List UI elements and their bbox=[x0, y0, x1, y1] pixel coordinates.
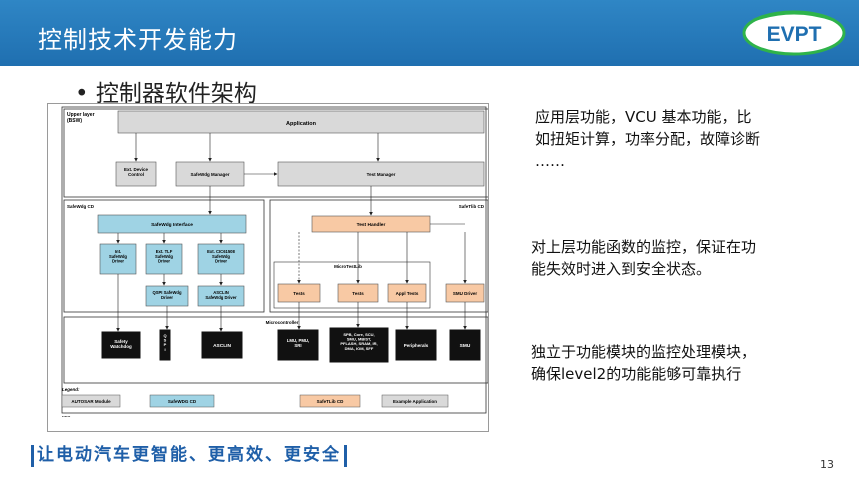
independent-monitor-description: 独立于功能模块的监控处理模块， 确保level2的功能能够可靠执行 bbox=[531, 341, 756, 385]
slogan-bar: 让电动汽车更智能、更高效、更安全 bbox=[28, 440, 350, 467]
legend-example-label: Example Application bbox=[393, 399, 437, 404]
application-label: Application bbox=[286, 121, 317, 127]
legend-safewdg-swatch bbox=[149, 394, 215, 408]
microcontroller-label: Microcontroller bbox=[266, 320, 299, 325]
test-manager-label: Test Manager bbox=[367, 172, 396, 177]
peripherals-label: Peripherals bbox=[404, 343, 429, 348]
page-number: 13 bbox=[820, 458, 834, 471]
slide-title: 控制技术开发能力 bbox=[38, 26, 238, 54]
smu-box bbox=[449, 329, 481, 361]
legend-safetlib-swatch bbox=[299, 394, 361, 408]
smu-label: SMU bbox=[460, 343, 471, 349]
legend-autosar-swatch bbox=[61, 394, 121, 408]
ext-cic-driver-box bbox=[197, 243, 245, 275]
evpt-logo: EVPT bbox=[740, 8, 848, 58]
safewdg-cd-label: SafeWdg CD bbox=[67, 204, 95, 209]
slogan-text: 让电动汽车更智能、更高效、更安全 bbox=[37, 445, 341, 465]
safewdg-interface-box bbox=[97, 214, 247, 234]
safety-watchdog-box bbox=[101, 331, 141, 359]
safewdg-interface-label: SafeWdg Interface bbox=[151, 222, 193, 228]
monitoring-layer-description: 对上层功能函数的监控，保证在功 能失效时进入到安全状态。 bbox=[531, 236, 756, 280]
int-safewdg-driver-box bbox=[99, 243, 137, 275]
software-architecture-diagram: Upper layer(BSW) Application Ext. Device… bbox=[47, 103, 490, 432]
desc2-line1: 对上层功能函数的监控，保证在功 bbox=[531, 238, 757, 256]
test-manager-box bbox=[277, 161, 485, 187]
desc1-line2: 如扭矩计算，功率分配，故障诊断 bbox=[535, 130, 761, 148]
desc2-line2: 能失效时进入到安全状态。 bbox=[531, 260, 712, 278]
asclin-label: ASCLIN bbox=[213, 343, 231, 349]
tests2-label: Tests bbox=[352, 291, 364, 296]
qspi-box bbox=[159, 329, 171, 361]
legend-safewdg-label: SafeWDG CD bbox=[168, 399, 197, 404]
microtestlib-frame bbox=[273, 261, 431, 309]
peripherals-box bbox=[395, 329, 437, 361]
legend-label: Legend: bbox=[62, 387, 80, 392]
legend-more: ...... bbox=[62, 413, 71, 419]
lmu-label: LMU, PMU,SRI bbox=[287, 338, 309, 348]
spb-box bbox=[329, 327, 389, 363]
smu-driver-label: SMU Driver bbox=[453, 291, 478, 296]
legend-autosar-label: AUTOSAR Module bbox=[71, 399, 111, 404]
spb-label: SPB, Core, SCU,SMU, MBIST,PFLASH, SRAM, … bbox=[340, 332, 377, 351]
desc3-line1: 独立于功能模块的监控处理模块， bbox=[531, 343, 757, 361]
safewdg-manager-box bbox=[175, 161, 245, 187]
microtestlib-label: MicroTestLib bbox=[334, 264, 362, 269]
asclin-box bbox=[201, 331, 243, 359]
desc1-line1: 应用层功能，VCU 基本功能，比 bbox=[535, 108, 752, 126]
title-bar: 控制技术开发能力 bbox=[0, 0, 859, 66]
bullet-heading: • 控制器软件架构 bbox=[75, 81, 257, 107]
logo-text: EVPT bbox=[767, 23, 822, 46]
slogan-left-mark bbox=[31, 444, 34, 467]
safewdg-manager-label: SafeWdg Manager bbox=[190, 172, 229, 177]
legend-example-swatch bbox=[381, 394, 449, 408]
slogan-right-mark bbox=[344, 444, 347, 467]
legend-safetlib-label: SafeTLib CD bbox=[317, 399, 345, 404]
upper-layer-label: Upper layer(BSW) bbox=[67, 112, 95, 124]
safetlib-cd-label: SafeTlib CD bbox=[459, 204, 485, 209]
tests1-label: Tests bbox=[293, 291, 305, 296]
desc1-line3: …… bbox=[535, 152, 565, 170]
ext-device-control-box bbox=[115, 161, 157, 187]
test-handler-label: Test Handler bbox=[357, 222, 386, 228]
lmu-box bbox=[277, 329, 319, 361]
appl-tests-label: Appl Tests bbox=[396, 291, 419, 296]
application-layer-description: 应用层功能，VCU 基本功能，比 如扭矩计算，功率分配，故障诊断 …… bbox=[535, 106, 760, 172]
desc3-line2: 确保level2的功能能够可靠执行 bbox=[531, 365, 742, 383]
application-box bbox=[117, 110, 485, 134]
